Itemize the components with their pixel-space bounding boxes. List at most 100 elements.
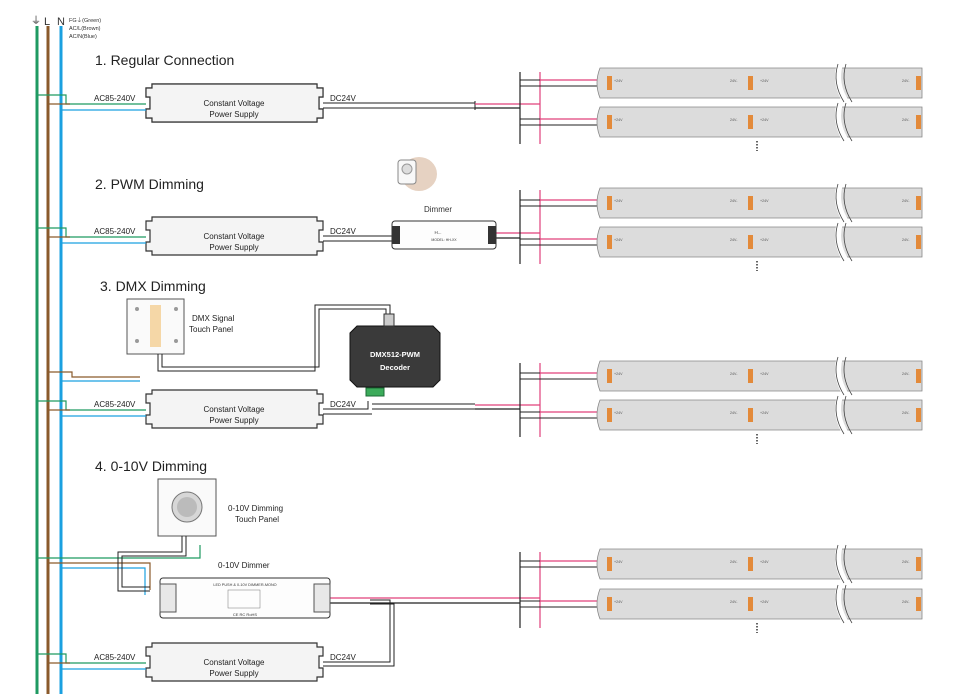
strip-polarity-label: 24V- (730, 118, 738, 122)
wire-legend: ⏚ L N FG⏚(Green) AC/L(Brown) AC/N(Blue) (31, 15, 101, 40)
dimmer-brand: H... (434, 230, 441, 235)
led-pad (748, 235, 753, 249)
strip-polarity-label: 24V- (902, 238, 910, 242)
led-pad (916, 76, 921, 90)
led-strip: +24V 24V- +24V 24V- (520, 222, 923, 271)
dmx-signal-cable (157, 304, 391, 372)
strip-polarity-label: +24V (614, 372, 623, 376)
earth-icon: ⏚ (31, 15, 41, 27)
strip-polarity-label: +24V (614, 560, 623, 564)
led-pad (916, 196, 921, 210)
strip-polarity-label: 24V- (730, 600, 738, 604)
strip-polarity-label: +24V (760, 372, 769, 376)
strip-polarity-label: 24V- (730, 372, 738, 376)
strip-polarity-label: 24V- (902, 411, 910, 415)
psu-name-line1: Constant Voltage (204, 405, 265, 414)
0-10v-dimmer-title: LED PUSH & 0-10V DIMMER-MONO (213, 583, 276, 587)
psu-output-label: DC24V (330, 227, 356, 236)
led-pad (748, 408, 753, 422)
0-10v-panel-label-1: 0-10V Dimming (228, 504, 283, 513)
distribution-bars (519, 72, 541, 628)
strip-polarity-label: +24V (614, 238, 623, 242)
psu-name-line1: Constant Voltage (204, 232, 265, 241)
psu-pwm: Constant Voltage Power Supply AC85-240V … (94, 216, 356, 256)
dmx-touch-panel: DMX Signal Touch Panel (126, 298, 234, 355)
0-10v-panel-label-2: Touch Panel (235, 515, 279, 524)
pwm-remote (397, 157, 437, 191)
strip-polarity-label: +24V (614, 199, 623, 203)
0-10v-dimmer: 0-10V Dimmer LED PUSH & 0-10V DIMMER-MON… (159, 561, 331, 619)
ac-input-wires (37, 94, 201, 670)
led-strip: +24V 24V- +24V 24V- (520, 395, 923, 444)
strip-polarity-label: 24V- (730, 411, 738, 415)
psu-output-label: DC24V (330, 400, 356, 409)
led-pad (748, 115, 753, 129)
strip-polarity-label: +24V (760, 411, 769, 415)
section-title-dmx: 3. DMX Dimming (100, 278, 206, 294)
strip-polarity-label: 24V- (902, 560, 910, 564)
psu-name-line1: Constant Voltage (204, 99, 265, 108)
strip-polarity-label: 24V- (902, 118, 910, 122)
mains-bus (35, 26, 63, 694)
led-pad (607, 557, 612, 571)
led-pad (916, 557, 921, 571)
section-title-regular: 1. Regular Connection (95, 52, 234, 68)
decoder-label-1: DMX512-PWM (370, 350, 420, 359)
led-strip: +24V 24V- +24V 24V- (520, 356, 923, 397)
psu-name-line2: Power Supply (209, 669, 258, 678)
legend-acn: AC/N(Blue) (69, 34, 97, 40)
strip-polarity-label: +24V (614, 600, 623, 604)
strip-polarity-label: +24V (760, 238, 769, 242)
strip-polarity-label: 24V- (902, 372, 910, 376)
led-pad (916, 597, 921, 611)
led-strips: +24V 24V- +24V 24V- +24V 24V- +24V 24V- +24V 24V-… (520, 63, 923, 633)
dimmer-caption: Dimmer (424, 205, 452, 214)
led-pad (607, 115, 612, 129)
strip-polarity-label: +24V (760, 79, 769, 83)
strip-polarity-label: +24V (760, 560, 769, 564)
psu-input-label: AC85-240V (94, 94, 136, 103)
led-pad (916, 115, 921, 129)
led-pad (916, 408, 921, 422)
strip-polarity-label: +24V (614, 79, 623, 83)
psu-name-line1: Constant Voltage (204, 658, 265, 667)
led-pad (748, 196, 753, 210)
section-title-pwm: 2. PWM Dimming (95, 176, 204, 192)
0-10v-dimmer-marks: CE RC RoHS (233, 612, 258, 617)
led-pad (916, 235, 921, 249)
led-pad (748, 369, 753, 383)
psu-name-line2: Power Supply (209, 110, 258, 119)
psu-name-line2: Power Supply (209, 243, 258, 252)
dmx-panel-label-2: Touch Panel (189, 325, 233, 334)
led-pad (607, 369, 612, 383)
0-10v-touch-panel: 0-10V Dimming Touch Panel (157, 478, 283, 537)
strip-polarity-label: 24V- (730, 79, 738, 83)
led-pad (748, 557, 753, 571)
strip-polarity-label: 24V- (730, 238, 738, 242)
psu-input-label: AC85-240V (94, 227, 136, 236)
led-pad (607, 76, 612, 90)
led-pad (607, 235, 612, 249)
legend-fg: FG⏚(Green) (69, 17, 101, 24)
led-pad (607, 196, 612, 210)
0-10v-control-cable (117, 536, 187, 592)
psu-input-label: AC85-240V (94, 400, 136, 409)
strip-polarity-label: +24V (614, 411, 623, 415)
dimmer-model: MODEL: HH-XX (431, 238, 457, 242)
psu-name-line2: Power Supply (209, 416, 258, 425)
strip-polarity-label: +24V (760, 118, 769, 122)
decoder-label-2: Decoder (380, 363, 410, 372)
legend-acl: AC/L(Brown) (69, 26, 101, 32)
led-pad (607, 408, 612, 422)
strip-polarity-label: 24V- (730, 560, 738, 564)
0-10v-dimmer-caption: 0-10V Dimmer (218, 561, 270, 570)
section-title-0-10v: 4. 0-10V Dimming (95, 458, 207, 474)
dmx-panel-label-1: DMX Signal (192, 314, 234, 323)
pwm-dimmer: Dimmer H... MODEL: HH-XX (391, 205, 497, 250)
strip-polarity-label: +24V (760, 199, 769, 203)
psu-output-label: DC24V (330, 94, 356, 103)
